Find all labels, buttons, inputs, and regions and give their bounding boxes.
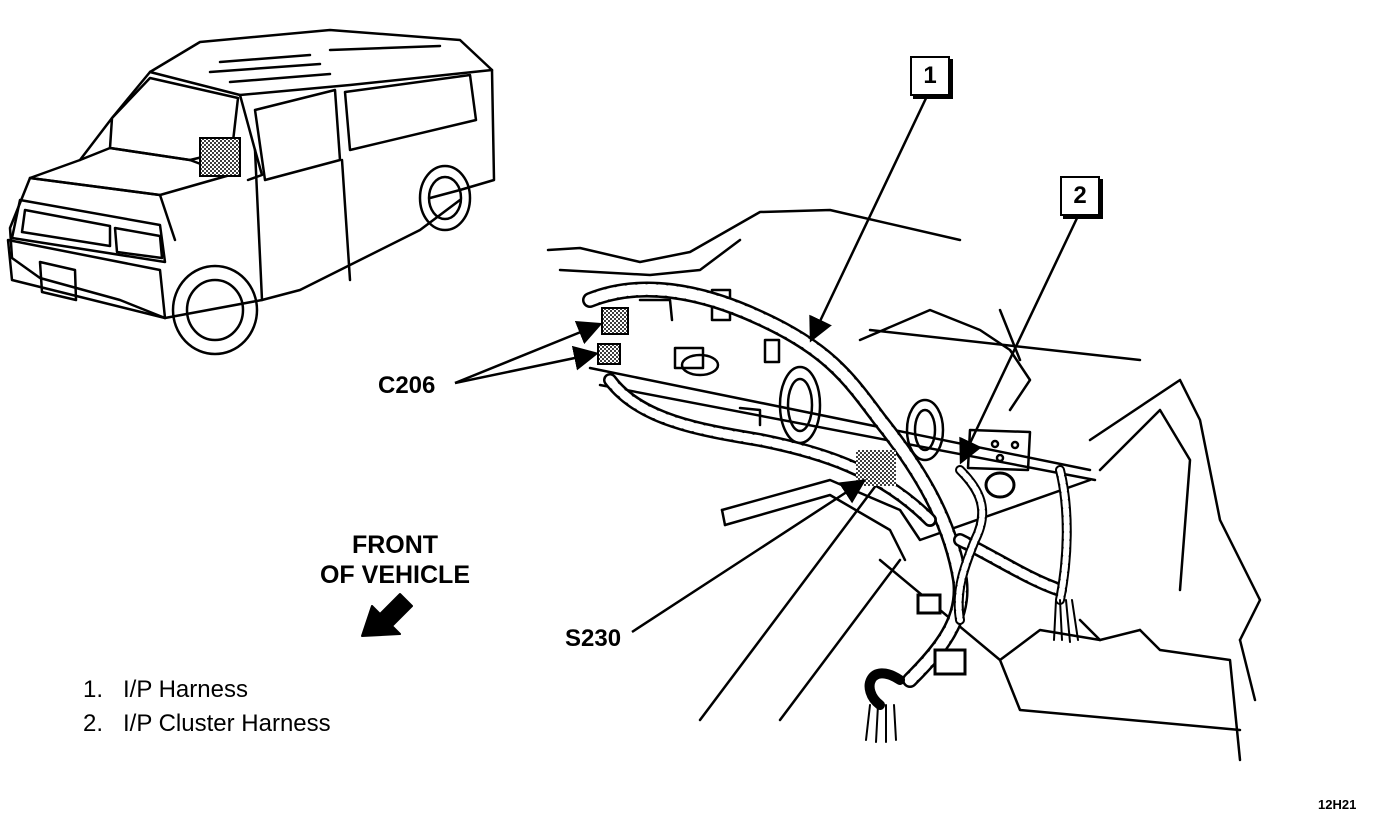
legend-text: I/P Cluster Harness: [123, 710, 331, 737]
c206-connector-upper: [601, 307, 629, 335]
legend-text: I/P Harness: [123, 676, 248, 703]
component-location-marker: [199, 137, 241, 177]
callout-1: 1: [910, 56, 950, 96]
figure-code: 12H21: [1318, 797, 1357, 812]
front-of-vehicle-line2: OF VEHICLE: [319, 561, 470, 589]
callout-2-leader: [959, 215, 1080, 465]
front-of-vehicle-line1: FRONT: [351, 531, 439, 559]
c206-label: C206: [378, 372, 436, 399]
van-locator-illustration: [6, 28, 496, 356]
legend-number: 1.: [83, 676, 104, 703]
legend-item: 1. I/P Harness: [83, 676, 248, 704]
legend-item: 2. I/P Cluster Harness: [83, 710, 331, 738]
legend-number: 2.: [83, 710, 104, 737]
front-of-vehicle-arrow: [361, 593, 413, 637]
c206-connector-lower: [597, 343, 621, 365]
callout-2: 2: [1060, 176, 1100, 216]
callout-1-leader: [809, 93, 930, 343]
leader-lines: [454, 93, 1080, 634]
instrument-panel-illustration: [546, 208, 1262, 762]
c206-leader-lower: [454, 345, 599, 385]
s230-label: S230: [565, 625, 622, 652]
front-of-vehicle-label: FRONT OF VEHICLE: [300, 530, 490, 590]
s230-splice: [856, 450, 896, 486]
i-p-cluster-harness-bundle: [916, 465, 1016, 676]
c206-leader-upper: [454, 320, 603, 385]
s230-leader: [631, 479, 867, 634]
